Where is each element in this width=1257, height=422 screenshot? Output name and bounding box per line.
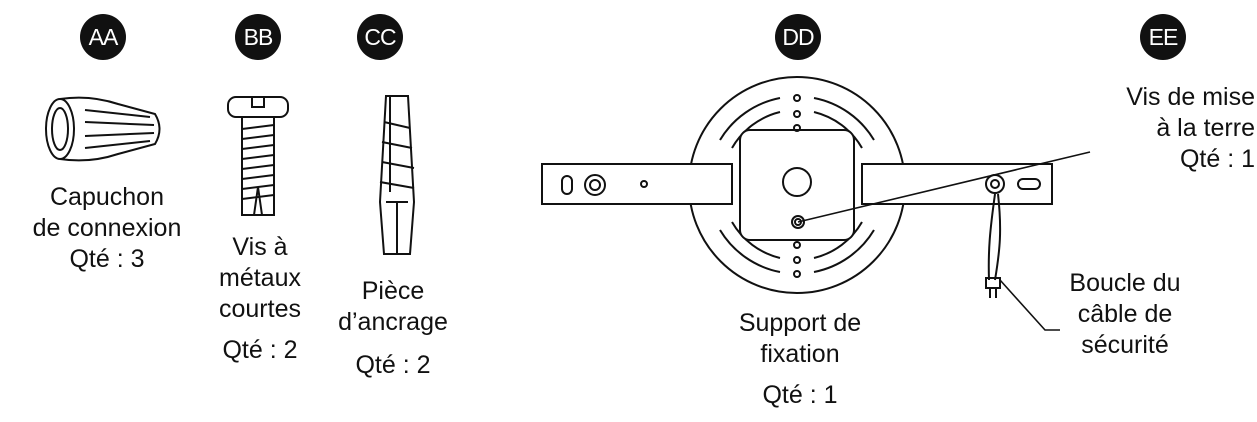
label-safety-cable-line2: câble de: [1077, 300, 1173, 328]
label-safety-cable: Boucle du câble de sécurité: [1040, 268, 1210, 361]
badge-ee: EE: [1140, 14, 1186, 60]
label-cc: Pièce d’ancrage Qté : 2: [318, 276, 468, 381]
label-aa-line2: de connexion: [32, 214, 182, 242]
badge-dd: DD: [775, 14, 821, 60]
label-safety-cable-line3: sécurité: [1081, 331, 1169, 359]
wall-anchor-icon: [378, 95, 416, 255]
label-bb-line1: Vis à: [232, 233, 288, 261]
label-ee-line1: Vis de mise: [1126, 83, 1255, 111]
qty-dd: Qté : 1: [762, 381, 838, 409]
machine-screw-icon: [227, 96, 289, 216]
qty-aa: Qté : 3: [69, 245, 145, 273]
label-dd-line2: fixation: [760, 340, 840, 368]
label-cc-line2: d’ancrage: [338, 308, 448, 336]
qty-bb: Qté : 2: [222, 336, 298, 364]
label-cc-line1: Pièce: [361, 277, 425, 305]
badge-bb: BB: [235, 14, 281, 60]
label-safety-cable-line1: Boucle du: [1069, 269, 1181, 297]
label-dd-line1: Support de: [738, 309, 862, 337]
label-dd: Support de fixation Qté : 1: [705, 308, 895, 411]
qty-ee: Qté : 1: [1179, 145, 1255, 173]
label-bb-line2: métaux: [219, 264, 301, 292]
label-bb: Vis à métaux courtes Qté : 2: [200, 232, 320, 366]
wire-connector-icon: [45, 96, 161, 162]
label-ee: Vis de mise à la terre Qté : 1: [1080, 82, 1255, 175]
badge-aa: AA: [80, 14, 126, 60]
badge-cc: CC: [357, 14, 403, 60]
label-aa: Capuchon de connexion Qté : 3: [12, 182, 202, 275]
label-bb-line3: courtes: [219, 295, 301, 323]
qty-cc: Qté : 2: [355, 351, 431, 379]
label-aa-line1: Capuchon: [50, 183, 164, 211]
mounting-bracket-icon: [541, 76, 1053, 298]
label-ee-line2: à la terre: [1156, 114, 1255, 142]
